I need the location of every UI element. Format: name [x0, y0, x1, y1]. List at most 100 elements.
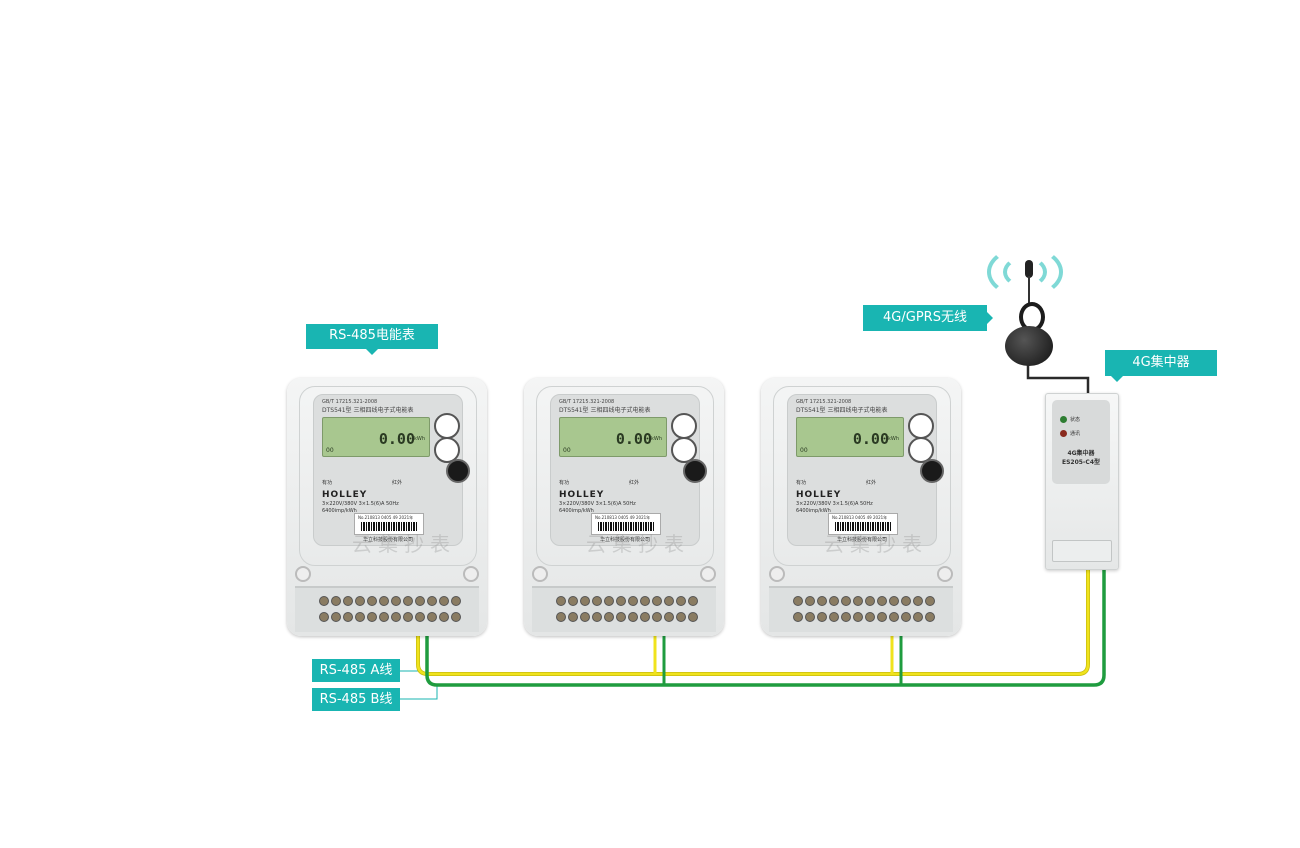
- meter-spec: 3×220V/380V 3×1.5(6)A 50Hz: [559, 501, 636, 507]
- lcd-value: 0.00: [615, 430, 652, 448]
- terminal-screw-icon: [391, 612, 401, 622]
- terminal-screw-icon: [628, 612, 638, 622]
- terminal-screw-icon: [319, 596, 329, 606]
- meter-seal-icon: [683, 459, 707, 483]
- meter-model: DTS541型 三相四线电子式电能表: [796, 407, 888, 414]
- lcd-small: 00: [800, 447, 808, 454]
- terminal-screw-icon: [604, 596, 614, 606]
- wire-b-leader: [400, 685, 438, 700]
- led-comm-label: 通讯: [1070, 431, 1081, 437]
- concentrator-4g: 状态 通讯 4G集中器 ES205-C4型: [1045, 393, 1119, 570]
- terminal-screw-icon: [901, 596, 911, 606]
- terminal-screw-icon: [628, 596, 638, 606]
- terminal-screw-icon: [556, 612, 566, 622]
- terminal-screw-icon: [604, 612, 614, 622]
- terminal-screw-icon: [652, 596, 662, 606]
- terminal-screw-icon: [877, 596, 887, 606]
- electric-meter-1: GB/T 17215.321-2008 DTS541型 三相四线电子式电能表 0…: [287, 378, 487, 636]
- terminal-screw-icon: [556, 596, 566, 606]
- terminal-screw-icon: [343, 612, 353, 622]
- terminal-screw-icon: [415, 596, 425, 606]
- terminal-screw-icon: [415, 612, 425, 622]
- barcode-icon: No.210813 0405 49 2021年: [591, 513, 661, 535]
- terminal-screw-icon: [640, 596, 650, 606]
- screw-icon: [769, 566, 785, 582]
- terminal-screw-icon: [829, 612, 839, 622]
- meter-standard: GB/T 17215.321-2008: [559, 399, 615, 405]
- terminal-screw-icon: [688, 612, 698, 622]
- terminal-block: [769, 586, 953, 632]
- comm-led-icon: [1060, 430, 1067, 437]
- terminal-screw-icon: [901, 612, 911, 622]
- terminal-screw-icon: [805, 612, 815, 622]
- meter-faceplate: GB/T 17215.321-2008 DTS541型 三相四线电子式电能表 0…: [787, 394, 944, 546]
- meter-spec: 3×220V/380V 3×1.5(6)A 50Hz: [322, 501, 399, 507]
- meter-button-icon: [908, 437, 934, 463]
- terminal-screw-icon: [592, 612, 602, 622]
- watermark: 云集抄表: [824, 532, 928, 556]
- meter-model: DTS541型 三相四线电子式电能表: [559, 407, 651, 414]
- screw-icon: [700, 566, 716, 582]
- terminal-screw-icon: [568, 596, 578, 606]
- terminal-screw-icon: [805, 596, 815, 606]
- watermark: 云集抄表: [586, 532, 690, 556]
- terminal-screw-icon: [427, 612, 437, 622]
- meter-constant: 6400imp/kWh: [796, 508, 831, 514]
- terminal-screw-icon: [403, 596, 413, 606]
- terminal-screw-icon: [793, 612, 803, 622]
- terminal-screw-icon: [331, 596, 341, 606]
- lcd-value: 0.00: [852, 430, 889, 448]
- signal-wave-inner: [1003, 256, 1047, 288]
- terminal-screw-icon: [379, 596, 389, 606]
- meter-serial: No.210813 0405 49 2021年: [358, 515, 414, 520]
- meter-standard: GB/T 17215.321-2008: [322, 399, 378, 405]
- terminal-screw-icon: [925, 596, 935, 606]
- terminal-screw-icon: [616, 612, 626, 622]
- terminal-screw-icon: [343, 596, 353, 606]
- meter-brand-logo: HOLLEY: [796, 490, 842, 500]
- terminal-screw-icon: [841, 612, 851, 622]
- terminal-screw-icon: [355, 612, 365, 622]
- meter-spec: 3×220V/380V 3×1.5(6)A 50Hz: [796, 501, 873, 507]
- meter-lcd: 0.00 kWh 00: [559, 417, 667, 457]
- meter-seal-icon: [446, 459, 470, 483]
- terminal-screw-icon: [427, 596, 437, 606]
- terminal-screw-icon: [889, 612, 899, 622]
- barcode-icon: No.210813 0405 49 2021年: [828, 513, 898, 535]
- terminal-screw-icon: [841, 596, 851, 606]
- terminal-screw-icon: [403, 612, 413, 622]
- meter-faceplate: GB/T 17215.321-2008 DTS541型 三相四线电子式电能表 0…: [313, 394, 470, 546]
- terminal-screw-icon: [913, 612, 923, 622]
- wire-a: [416, 566, 1090, 676]
- meter-brand-logo: HOLLEY: [559, 490, 605, 500]
- meter-maker: 华立科技股份有限公司: [599, 537, 650, 543]
- wire-b: [425, 566, 1106, 687]
- meter-button-icon: [671, 413, 697, 439]
- meter-faceplate: GB/T 17215.321-2008 DTS541型 三相四线电子式电能表 0…: [550, 394, 707, 546]
- terminal-screw-icon: [664, 612, 674, 622]
- meter-standard: GB/T 17215.321-2008: [796, 399, 852, 405]
- watermark: 云集抄表: [352, 532, 456, 556]
- terminal-screw-icon: [652, 612, 662, 622]
- screw-icon: [463, 566, 479, 582]
- terminal-screw-icon: [580, 596, 590, 606]
- antenna-icon: [985, 240, 1075, 380]
- wireless-callout: 4G/GPRS无线: [863, 305, 993, 331]
- concentrator-panel: 状态 通讯 4G集中器 ES205-C4型: [1052, 400, 1110, 484]
- terminal-screw-icon: [379, 612, 389, 622]
- meter-maker: 华立科技股份有限公司: [362, 537, 413, 543]
- indicator-active: 有功: [559, 480, 570, 486]
- indicator-active: 有功: [796, 480, 807, 486]
- wire-a-label: RS-485 A线: [312, 659, 400, 682]
- terminal-screw-icon: [331, 612, 341, 622]
- terminal-screw-icon: [439, 612, 449, 622]
- meter-serial: No.210813 0405 49 2021年: [832, 515, 888, 520]
- lcd-unit: kWh: [887, 436, 899, 442]
- terminal-screw-icon: [391, 596, 401, 606]
- screw-icon: [295, 566, 311, 582]
- concentrator-name: 4G集中器: [1067, 450, 1095, 457]
- terminal-screw-icon: [367, 612, 377, 622]
- terminal-screw-icon: [865, 596, 875, 606]
- terminal-screw-icon: [817, 612, 827, 622]
